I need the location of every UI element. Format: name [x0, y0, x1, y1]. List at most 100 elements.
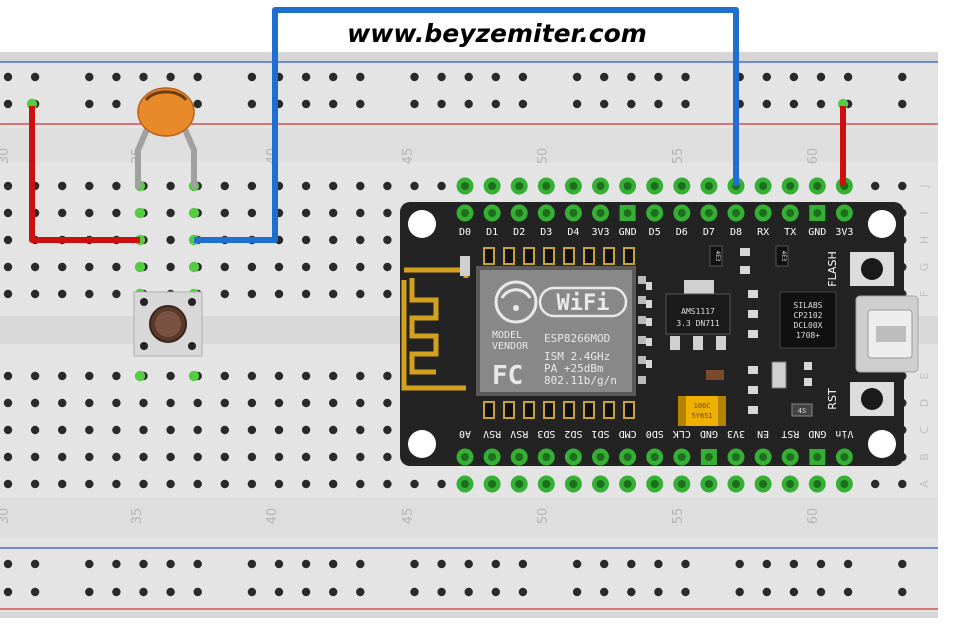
fc-mark: FC [492, 361, 523, 391]
pin-hole [461, 209, 469, 217]
pin-hole [542, 209, 551, 217]
mount-hole [868, 430, 896, 458]
bottom-pin-label: GND [808, 428, 826, 439]
red-wire-left [29, 106, 140, 243]
rail-hole [600, 99, 609, 109]
bottom-pin-label: SD3 [537, 428, 555, 439]
rail-hole [166, 559, 175, 569]
bottom-pin-label: Vin [835, 428, 853, 439]
rail-hole [681, 99, 690, 109]
terminal-hole [220, 181, 229, 191]
terminal-hole [437, 181, 446, 191]
module-pad [523, 247, 535, 265]
terminal-hole [329, 208, 338, 218]
terminal-hole [85, 181, 94, 191]
terminal-hole [247, 398, 257, 408]
rail-hole [356, 72, 365, 82]
terminal-hole [112, 371, 121, 381]
terminal-hole [85, 479, 94, 489]
terminal-hole [329, 235, 338, 245]
terminal-hole [329, 425, 338, 435]
top-pin-label: D5 [649, 227, 661, 238]
terminal-hole [383, 262, 392, 272]
flash-label: FLASH [826, 251, 839, 287]
bottom-pin-label: RST [781, 428, 799, 439]
rst-button: RST [826, 382, 894, 416]
rail-hole [3, 72, 13, 82]
terminal-hole [3, 371, 13, 381]
rail-hole [139, 559, 148, 569]
pin-hole [732, 209, 740, 217]
module-pad [563, 247, 575, 265]
terminal-hole [220, 289, 229, 299]
terminal-hole [301, 235, 311, 245]
top-pin-label: D6 [676, 227, 688, 238]
terminal-hole [356, 371, 365, 381]
wifi-logo: WiFi [494, 280, 628, 324]
smd-label-3: 4S [798, 407, 806, 415]
connected-hole [188, 261, 200, 273]
rail-hole [681, 72, 690, 82]
rail-hole [762, 99, 771, 109]
top-pin-label: D7 [703, 227, 715, 238]
pin-hole [488, 182, 497, 190]
module-pad [603, 247, 615, 265]
terminal-hole [85, 371, 94, 381]
terminal-hole [58, 289, 67, 299]
bottom-pin-label: 3V3 [727, 428, 745, 439]
pin-hole [623, 453, 632, 461]
pin-hole [759, 209, 768, 217]
terminal-hole [247, 181, 257, 191]
terminal-hole [58, 262, 67, 272]
module-pad [503, 247, 515, 265]
rail-hole [193, 559, 202, 569]
regulator-line-1: AMS1117 [681, 307, 715, 316]
pin-hole [813, 480, 822, 488]
pin-hole [759, 453, 768, 461]
module-spec-3: 802.11b/g/n [544, 374, 617, 387]
terminal-hole [247, 289, 257, 299]
terminal-hole [3, 479, 13, 489]
top-pin-label: 3V3 [835, 227, 853, 238]
rail-hole [356, 587, 365, 597]
chip-line-2: CP2102 [794, 311, 823, 320]
terminal-hole [3, 452, 13, 462]
chip-line-4: 1708+ [796, 331, 820, 340]
terminal-hole [166, 181, 175, 191]
terminal-hole [85, 262, 94, 272]
terminal-hole [356, 208, 365, 218]
pin-hole [732, 453, 740, 461]
terminal-hole [383, 425, 392, 435]
terminal-hole [3, 262, 13, 272]
rail-hole [329, 559, 338, 569]
terminal-hole [85, 398, 94, 408]
terminal-hole [112, 181, 121, 191]
terminal-hole [274, 398, 284, 408]
terminal-hole [166, 425, 175, 435]
terminal-hole [220, 425, 229, 435]
rail-hole [437, 99, 446, 109]
rail-hole [491, 559, 500, 569]
terminal-hole [274, 479, 284, 489]
terminal-hole [329, 262, 338, 272]
rail-hole [898, 99, 907, 109]
bottom-pin-label: SD0 [646, 428, 664, 439]
terminal-hole [220, 208, 229, 218]
connected-hole [188, 207, 200, 219]
row-letter: D [918, 399, 931, 407]
terminal-hole [356, 452, 365, 462]
rail-hole [816, 559, 826, 569]
connected-hole [188, 370, 200, 382]
pin-hole [515, 453, 524, 461]
terminal-hole [301, 262, 311, 272]
bottom-pin-label: RSV [510, 428, 528, 439]
pin-hole [596, 480, 605, 488]
rail-hole [843, 72, 853, 82]
terminal-hole [112, 452, 121, 462]
terminal-hole [410, 479, 419, 489]
rail-hole [600, 559, 609, 569]
terminal-hole [112, 425, 121, 435]
bottom-pin-label: CMD [619, 428, 637, 439]
rail-hole [85, 72, 94, 82]
